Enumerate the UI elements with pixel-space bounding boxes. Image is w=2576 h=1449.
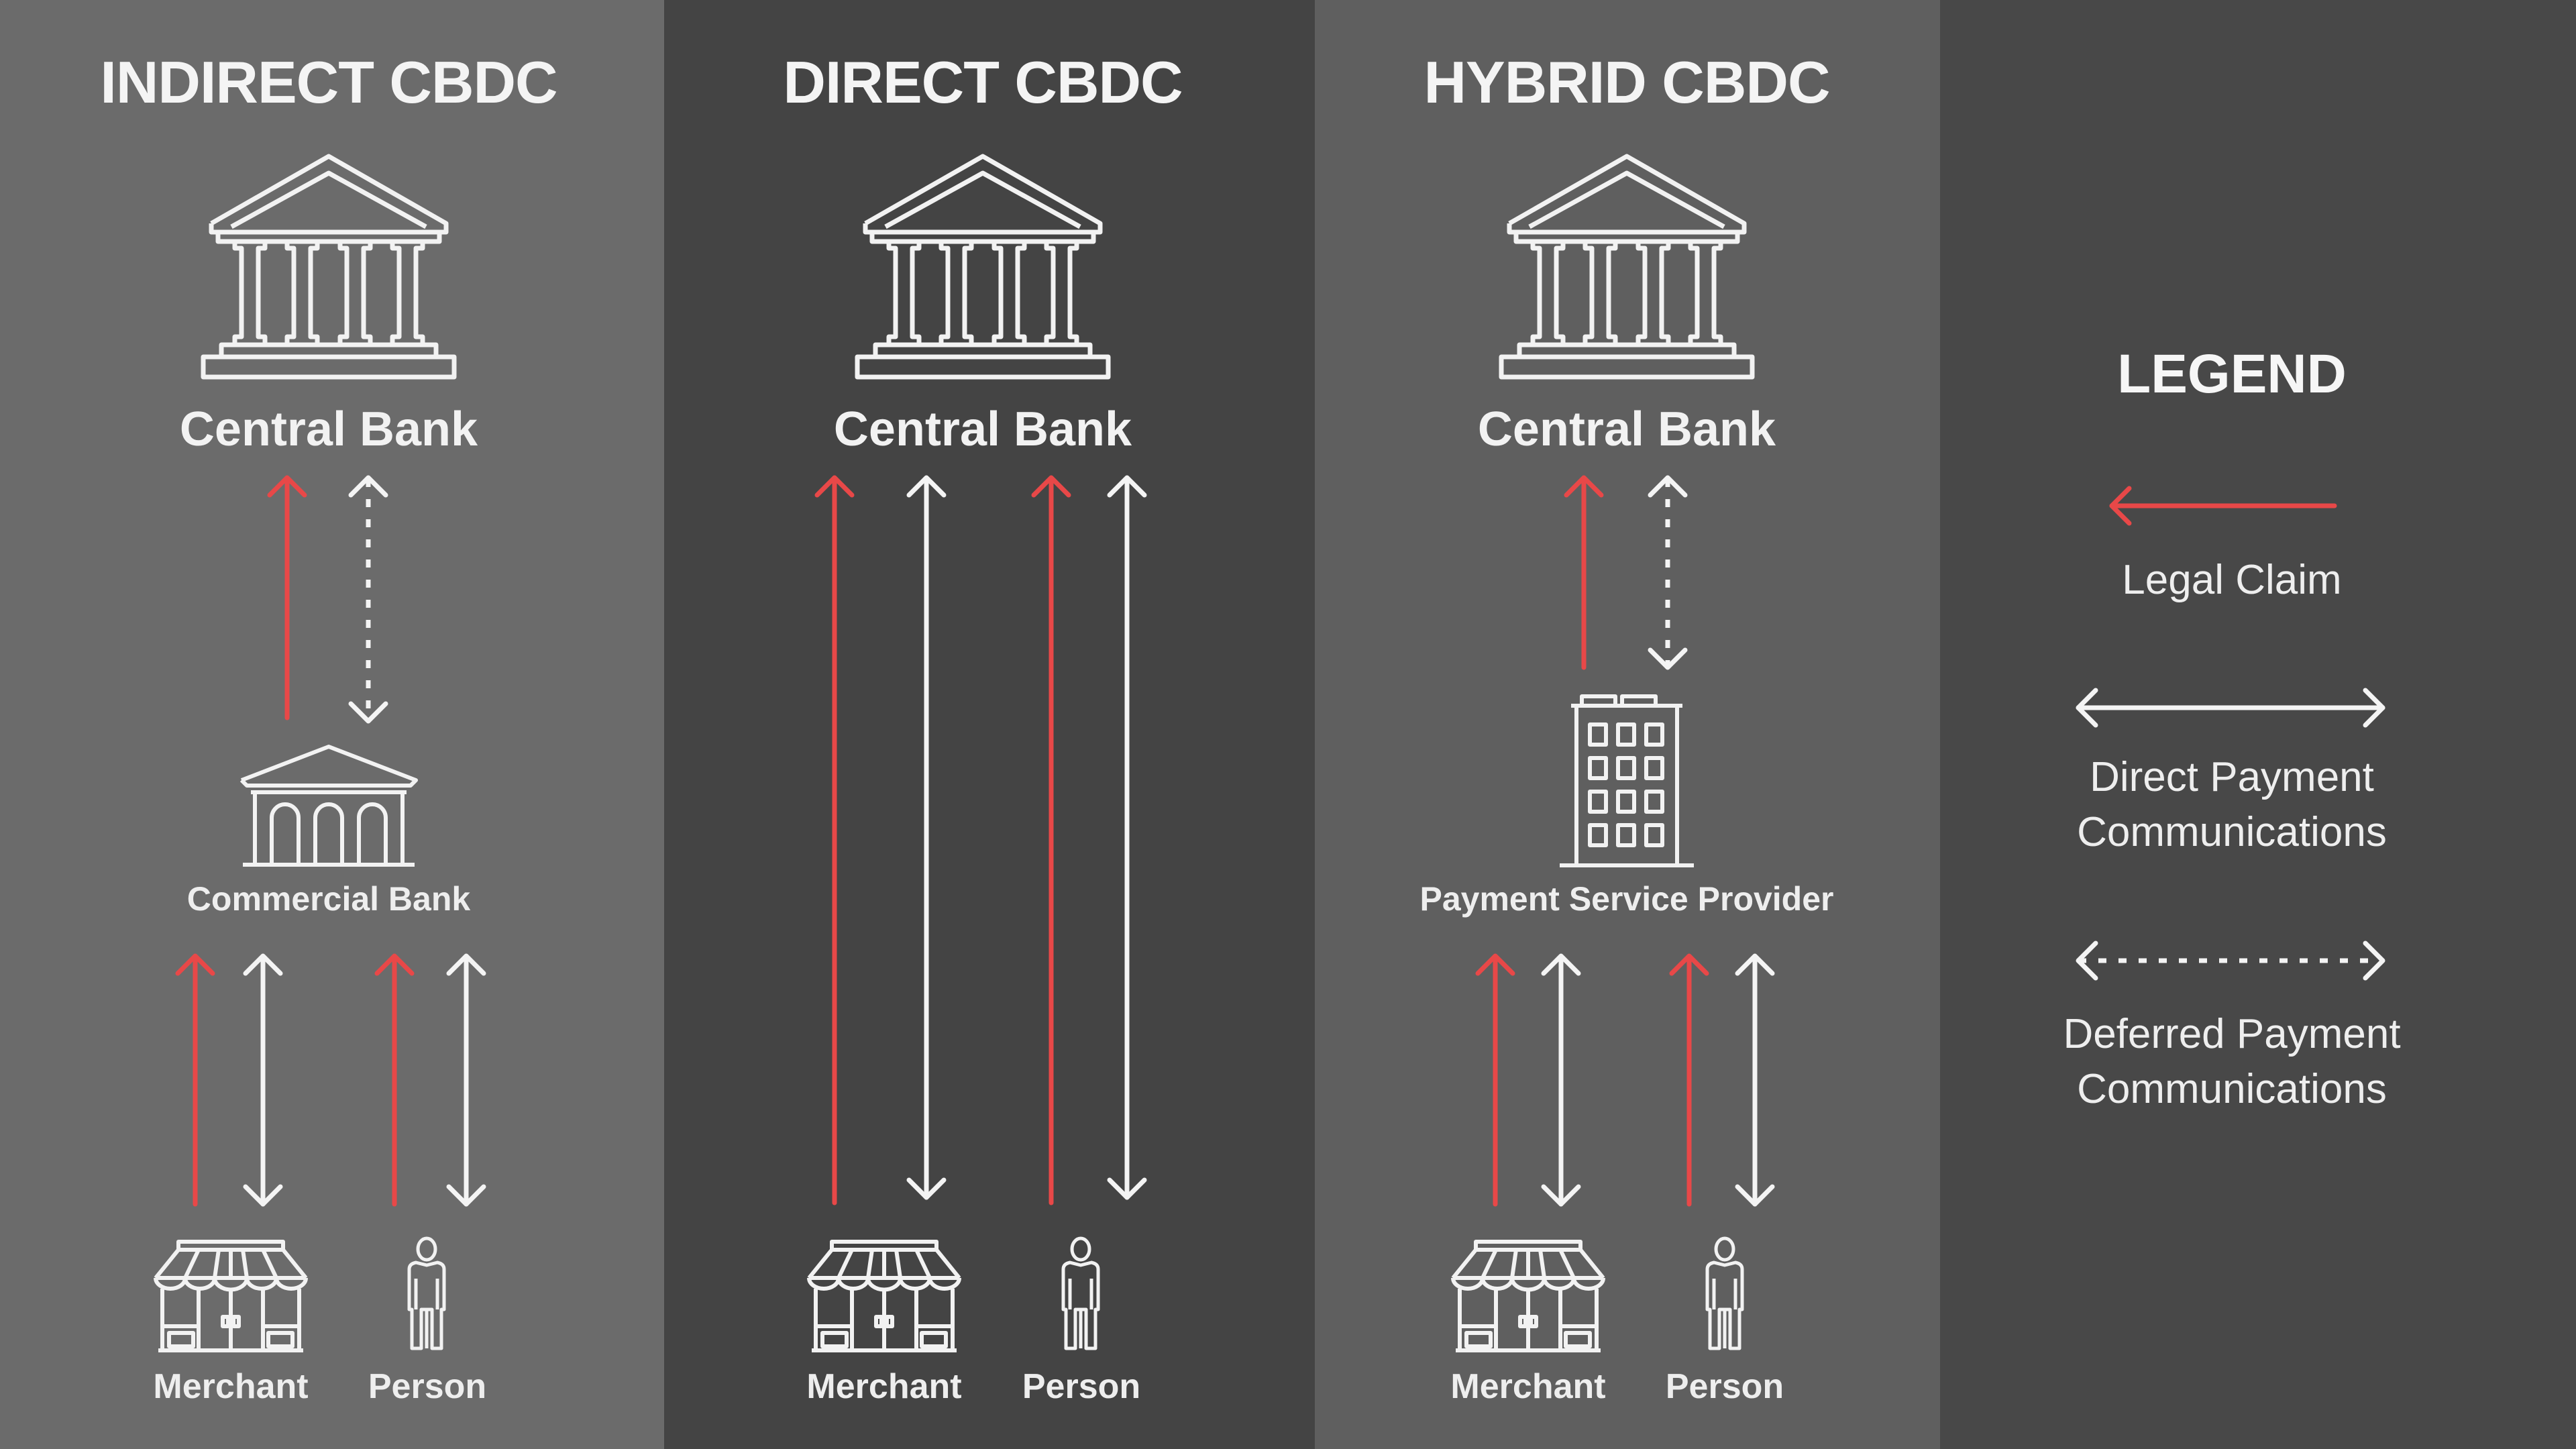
central-bank-icon: [201, 154, 457, 380]
person-label: Person: [368, 1367, 487, 1406]
central-bank-icon: [855, 154, 1111, 380]
storefront-icon: [154, 1240, 308, 1352]
legend-deferred-payment-line2: Communications: [2077, 1066, 2387, 1112]
legend-title: LEGEND: [2117, 343, 2347, 405]
person-icon: [1061, 1236, 1100, 1350]
indirect-cbdc-title: INDIRECT CBDC: [100, 49, 557, 115]
legend-deferred-payment-label: Deferred Payment Communications: [2063, 1007, 2400, 1117]
central-bank-label: Central Bank: [1477, 402, 1776, 456]
central-bank-label: Central Bank: [179, 402, 478, 456]
office-building-icon: [1560, 694, 1694, 867]
hybrid-cbdc-title: HYBRID CBDC: [1424, 49, 1831, 115]
merchant-label: Merchant: [1450, 1367, 1606, 1406]
legend-panel: [1940, 0, 2576, 1449]
central-bank-icon: [1499, 154, 1755, 380]
legend-direct-payment-line2: Communications: [2077, 809, 2387, 855]
central-bank-label: Central Bank: [833, 402, 1132, 456]
person-icon: [1705, 1236, 1744, 1350]
merchant-label: Merchant: [153, 1367, 309, 1406]
person-label: Person: [1022, 1367, 1141, 1406]
merchant-label: Merchant: [806, 1367, 962, 1406]
legend-direct-payment-line1: Direct Payment: [2090, 754, 2374, 800]
commercial-bank-icon: [239, 745, 418, 867]
payment-service-provider-label: Payment Service Provider: [1419, 880, 1834, 918]
legend-deferred-payment-line1: Deferred Payment: [2063, 1011, 2401, 1057]
person-icon: [407, 1236, 446, 1350]
direct-cbdc-title: DIRECT CBDC: [783, 49, 1183, 115]
storefront-icon: [1451, 1240, 1605, 1352]
commercial-bank-label: Commercial Bank: [186, 880, 471, 918]
storefront-icon: [807, 1240, 961, 1352]
legend-direct-payment-label: Direct Payment Communications: [2077, 750, 2387, 860]
legend-legal-claim-label: Legal Claim: [2122, 557, 2342, 603]
person-label: Person: [1665, 1367, 1784, 1406]
